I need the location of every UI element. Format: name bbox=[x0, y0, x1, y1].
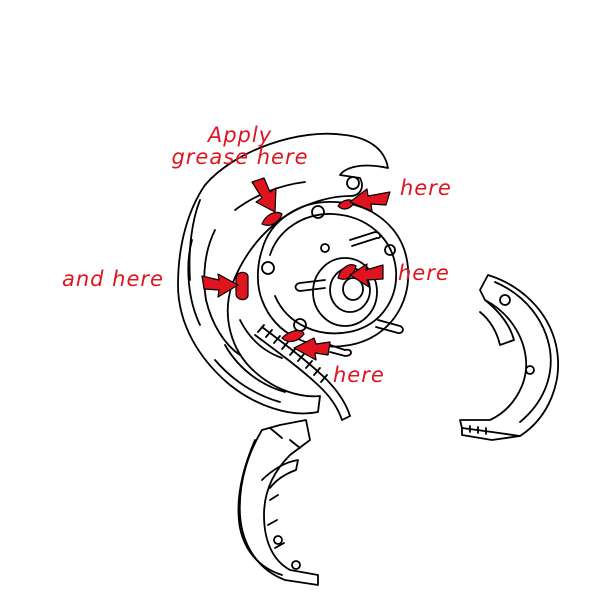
apply-grease-label-line1: Apply bbox=[207, 123, 273, 147]
grease-point-arrow-icon bbox=[201, 273, 239, 298]
grease-point-arrow-icon bbox=[349, 188, 391, 212]
here-label-bottom: here bbox=[333, 363, 385, 387]
and-here-label: and here bbox=[62, 267, 164, 291]
hub-flange bbox=[256, 201, 410, 348]
brake-shoe-lower bbox=[237, 419, 319, 586]
apply-grease-label: Apply grease here bbox=[150, 124, 330, 168]
grease-points bbox=[235, 199, 357, 343]
brake-shoe-right bbox=[459, 274, 559, 441]
grease-point-arrow-icon bbox=[349, 263, 384, 288]
grease-point-top bbox=[261, 211, 283, 226]
grease-point-hub bbox=[337, 264, 357, 280]
backing-plate bbox=[177, 132, 389, 415]
apply-grease-label-line2: grease here bbox=[171, 145, 309, 169]
grease-point-bottom bbox=[281, 329, 305, 343]
parking-brake-cable bbox=[254, 324, 351, 421]
grease-point-arrow-icon bbox=[293, 337, 331, 361]
here-label-top: here bbox=[400, 176, 452, 200]
grease-point-left bbox=[235, 271, 249, 301]
here-label-middle: here bbox=[398, 261, 450, 285]
wheel-studs bbox=[294, 231, 404, 357]
grease-point-arrow-icon bbox=[251, 177, 277, 213]
